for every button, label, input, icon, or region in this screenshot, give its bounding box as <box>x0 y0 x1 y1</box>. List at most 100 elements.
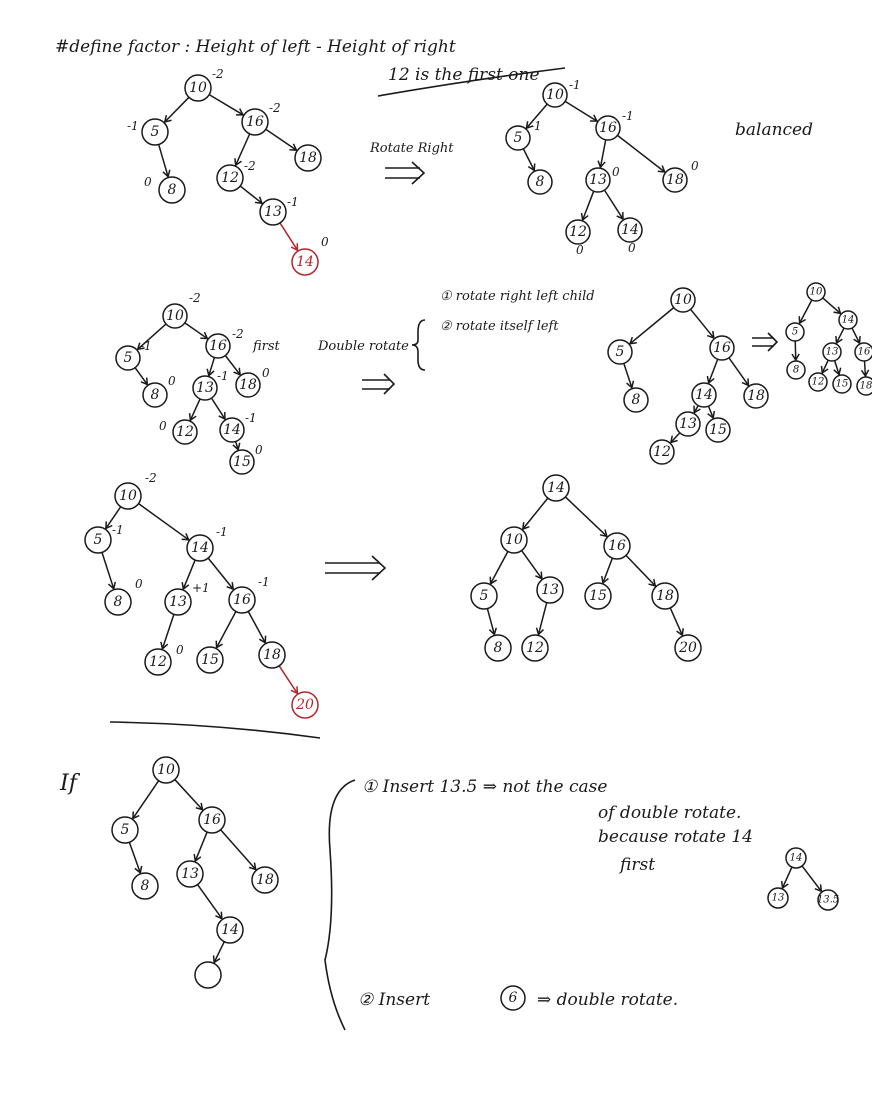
tree-node-label: 13.5 <box>817 895 839 906</box>
tree-node-label: 5 <box>94 532 103 548</box>
tree-node <box>785 847 807 869</box>
tree-node <box>291 248 319 276</box>
edge-arrowhead <box>741 378 750 387</box>
tree-edge <box>781 866 793 889</box>
brace-1 <box>411 319 426 371</box>
tree-node <box>607 339 633 365</box>
tree-node <box>536 576 564 604</box>
balance-factor: -1 <box>245 411 257 425</box>
tree-node <box>709 335 735 361</box>
tree-node-label: 13 <box>679 416 697 432</box>
tree-edge <box>617 134 666 173</box>
tree-node-label: 8 <box>168 182 177 198</box>
tree-edge <box>235 133 251 166</box>
edge-arrowhead <box>707 410 716 420</box>
tree-node <box>808 372 828 392</box>
edge-arrowhead <box>853 336 861 345</box>
edge-arrowhead <box>657 165 666 173</box>
insert1b-text: of double rotate. <box>598 803 741 823</box>
edge-arrowhead <box>140 377 149 386</box>
tree-node-label: 8 <box>793 365 799 376</box>
tree-node-label: 12 <box>221 170 239 186</box>
balance-factor: -1 <box>140 339 152 353</box>
tree-node-label: 10 <box>674 292 692 308</box>
balance-factor: -1 <box>287 195 299 209</box>
tree-node-label: 5 <box>124 350 133 366</box>
edge-arrowhead <box>820 365 829 375</box>
edge-arrowhead <box>648 578 657 587</box>
implies-arrow-1 <box>385 161 426 185</box>
tree-node-label: 14 <box>221 922 239 938</box>
rotate-right-text: Rotate Right <box>369 141 454 156</box>
tree-node-label: 8 <box>141 878 150 894</box>
tree-node <box>194 961 222 989</box>
tree-edge <box>207 557 234 590</box>
tree-edge <box>707 405 714 419</box>
tree-node <box>743 383 769 409</box>
tree-node <box>617 217 643 243</box>
tree-node <box>585 167 611 193</box>
balance-factor: 0 <box>144 175 152 189</box>
tree-edge <box>801 865 822 892</box>
tree-node <box>205 333 231 359</box>
tree-node-label: 13 <box>826 347 839 358</box>
tree-node <box>294 144 322 172</box>
tree-node-label: 18 <box>747 388 765 404</box>
tree-node <box>152 756 180 784</box>
tree-node <box>832 374 852 394</box>
tree-edge <box>522 497 549 530</box>
tree-edge <box>208 357 216 376</box>
tree-node <box>258 641 286 669</box>
tree-node <box>176 860 204 888</box>
edge-arrowhead <box>580 212 589 222</box>
tree-node <box>111 816 139 844</box>
tree-node-label: 16 <box>858 347 871 358</box>
edge-arrowhead <box>132 811 140 820</box>
edge-arrowhead <box>105 521 113 530</box>
edge-arrowhead <box>525 121 534 130</box>
edge-arrowhead <box>290 686 299 695</box>
tree-edge <box>670 432 681 443</box>
edge-arrowhead <box>535 571 543 580</box>
edge-arrowhead <box>218 412 226 421</box>
edge-arrowhead <box>195 802 204 811</box>
edge-arrowhead <box>791 353 800 362</box>
balance-factor: +1 <box>192 581 210 595</box>
tree-edge <box>157 144 169 177</box>
tree-edge <box>863 360 867 377</box>
tree-edge <box>525 103 548 129</box>
tree-node-label: 20 <box>678 640 697 656</box>
tree-edge <box>247 611 266 644</box>
tree-node-label: 18 <box>860 381 872 392</box>
tree-node <box>158 176 186 204</box>
tree-node-label: 20 <box>295 697 314 713</box>
edge-arrowhead <box>248 862 257 871</box>
tree-node-label: 5 <box>480 588 489 604</box>
tree-node <box>115 345 141 371</box>
first-label: first <box>252 339 281 354</box>
insert1c-text: because rotate 14 <box>598 827 753 847</box>
tree-node <box>662 167 688 193</box>
balance-factor: -2 <box>189 291 201 305</box>
tree-node <box>856 376 872 396</box>
edge-arrowhead <box>107 581 117 591</box>
tree-node-label: 5 <box>792 327 798 338</box>
tree-node <box>144 648 172 676</box>
tree-node-label: 12 <box>176 424 194 440</box>
tree-edge <box>835 327 845 344</box>
tree-edge <box>220 829 257 871</box>
tree-node-label: 14 <box>191 540 209 556</box>
tree-edge <box>851 327 861 344</box>
tree-edge <box>208 94 244 116</box>
edge-arrowhead <box>833 306 842 315</box>
tree-edge <box>669 607 684 636</box>
edge-arrowhead <box>676 628 684 637</box>
tree-node-label: 14 <box>223 422 241 438</box>
edge-arrowhead <box>706 375 715 385</box>
